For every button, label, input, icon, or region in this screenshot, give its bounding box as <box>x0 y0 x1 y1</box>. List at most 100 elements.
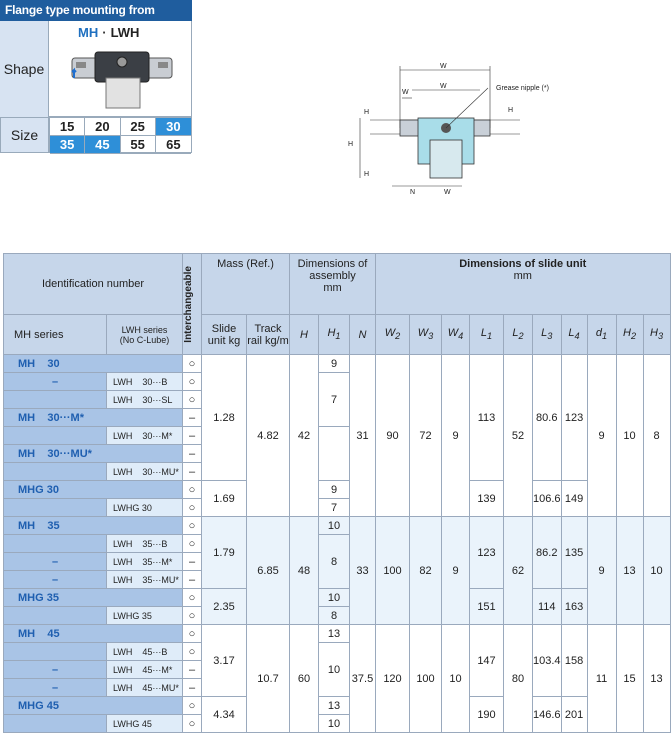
l1-cell: 147 <box>469 624 504 697</box>
id-number-header: Identification number <box>3 253 183 315</box>
col-L4: L4 <box>560 314 588 355</box>
mass-cell: 1.69 <box>201 480 247 517</box>
table-row-mh35-dash: – <box>3 552 107 571</box>
table-row-spacer <box>3 534 107 553</box>
table-row-lwh45m: LWH 45···M* <box>106 660 183 679</box>
ic-cell: – <box>182 660 202 679</box>
ic-cell: ○ <box>182 534 202 553</box>
col-N: N <box>349 314 376 355</box>
l2-cell: 80 <box>503 624 533 733</box>
interchangeable-header: Interchangeable <box>182 253 202 355</box>
l4-cell: 123 <box>560 354 588 481</box>
table-row-mh45-dash2: – <box>3 678 107 697</box>
ic-cell: ○ <box>182 642 202 661</box>
table-row-spacer <box>3 462 107 481</box>
shape-label: Shape <box>0 21 49 117</box>
ic-cell: ○ <box>182 516 202 535</box>
h1-cell: 8 <box>318 534 350 589</box>
l1-cell: 190 <box>469 696 504 733</box>
col-W3: W3 <box>409 314 442 355</box>
l4-cell: 158 <box>560 624 588 697</box>
label-w2: W <box>440 63 447 70</box>
l4-cell: 163 <box>560 588 588 625</box>
ic-cell: – <box>182 444 202 463</box>
section-header: Flange type mounting from bottom <box>0 0 192 38</box>
d1-cell: 9 <box>586 516 617 625</box>
ic-cell: – <box>182 462 202 481</box>
ic-cell: ○ <box>182 390 202 409</box>
h1-cell: 13 <box>318 696 350 715</box>
table-row-lwh35m: LWH 35···M* <box>106 552 183 571</box>
h3-cell: 10 <box>642 516 671 625</box>
w2-cell: 100 <box>375 516 410 625</box>
shape-icon <box>71 51 173 109</box>
label-w3: W <box>440 83 447 90</box>
table-row-lwh30b: LWH 30···B <box>106 372 183 391</box>
table-row-lwh30m: LWH 30···M* <box>106 426 183 445</box>
d1-cell: 11 <box>586 624 617 733</box>
l3-cell: 86.2 <box>532 516 562 589</box>
ic-cell: – <box>182 408 202 427</box>
w3-cell: 82 <box>409 516 442 625</box>
h1-cell: 9 <box>318 480 350 499</box>
w2-cell: 90 <box>375 354 410 517</box>
col-H3: H3 <box>642 314 671 355</box>
n-cell: 37.5 <box>349 624 376 733</box>
table-row-mh35-dash2: – <box>3 570 107 589</box>
size-35: 35 <box>50 136 86 154</box>
size-20: 20 <box>85 118 121 136</box>
mass-cell: 1.79 <box>201 516 247 589</box>
h1-cell: 9 <box>318 354 350 373</box>
mass-cell: 4.34 <box>201 696 247 733</box>
l1-cell: 139 <box>469 480 504 517</box>
l1-cell: 151 <box>469 588 504 625</box>
ic-cell: ○ <box>182 480 202 499</box>
label-h: H <box>348 141 353 148</box>
h2-cell: 15 <box>615 624 644 733</box>
size-grid: 15 20 25 30 35 45 55 65 <box>49 117 192 154</box>
w4-cell: 10 <box>441 624 470 733</box>
size-65: 65 <box>155 136 191 154</box>
size-label: Size <box>0 117 49 153</box>
lwh-series-header: LWH series(No C-Lube) <box>106 314 183 355</box>
l3-cell: 114 <box>532 588 562 625</box>
label-h1: H <box>364 109 369 116</box>
col-L3: L3 <box>532 314 562 355</box>
series-mh: MH <box>78 25 99 40</box>
col-H1: H1 <box>318 314 350 355</box>
ic-cell: ○ <box>182 354 202 373</box>
table-row-lwh45b: LWH 45···B <box>106 642 183 661</box>
ic-cell: ○ <box>182 696 202 715</box>
l3-cell: 146.6 <box>532 696 562 733</box>
track-rail-header: Track rail kg/m <box>246 314 290 355</box>
mass-cell: 3.17 <box>201 624 247 697</box>
h-cell: 60 <box>289 624 319 733</box>
spec-table: Identification number Interchangeable Ma… <box>3 253 671 733</box>
table-row-spacer <box>3 390 107 409</box>
ic-cell: ○ <box>182 372 202 391</box>
table-row-lwhg35: LWHG 35 <box>106 606 183 625</box>
label-h2: H <box>508 107 513 114</box>
table-row-mh30m: MH 30···M* <box>3 408 183 427</box>
l4-cell: 201 <box>560 696 588 733</box>
n-cell: 31 <box>349 354 376 517</box>
table-row-lwh35mu: LWH 35···MU* <box>106 570 183 589</box>
series-lwh: LWH <box>110 25 140 40</box>
w3-cell: 100 <box>409 624 442 733</box>
table-row-spacer <box>3 606 107 625</box>
rail-cell: 6.85 <box>246 516 290 625</box>
label-w: W <box>444 189 451 196</box>
size-30: 30 <box>155 118 191 136</box>
size-25: 25 <box>120 118 156 136</box>
table-row-lwh45mu: LWH 45···MU* <box>106 678 183 697</box>
l2-cell: 62 <box>503 516 533 625</box>
slide-unit-header: Slide unit kg <box>201 314 247 355</box>
rail-cell: 10.7 <box>246 624 290 733</box>
table-row-mh45-dash: – <box>3 660 107 679</box>
dimension-diagram: W W W Grease nipple (*) H H H H N W <box>348 63 549 196</box>
table-row-mh30: MH 30 <box>3 354 183 373</box>
h1-cell: 10 <box>318 588 350 607</box>
w2-cell: 120 <box>375 624 410 733</box>
rail-cell: 4.82 <box>246 354 290 517</box>
table-row-lwhg30: LWHG 30 <box>106 498 183 517</box>
